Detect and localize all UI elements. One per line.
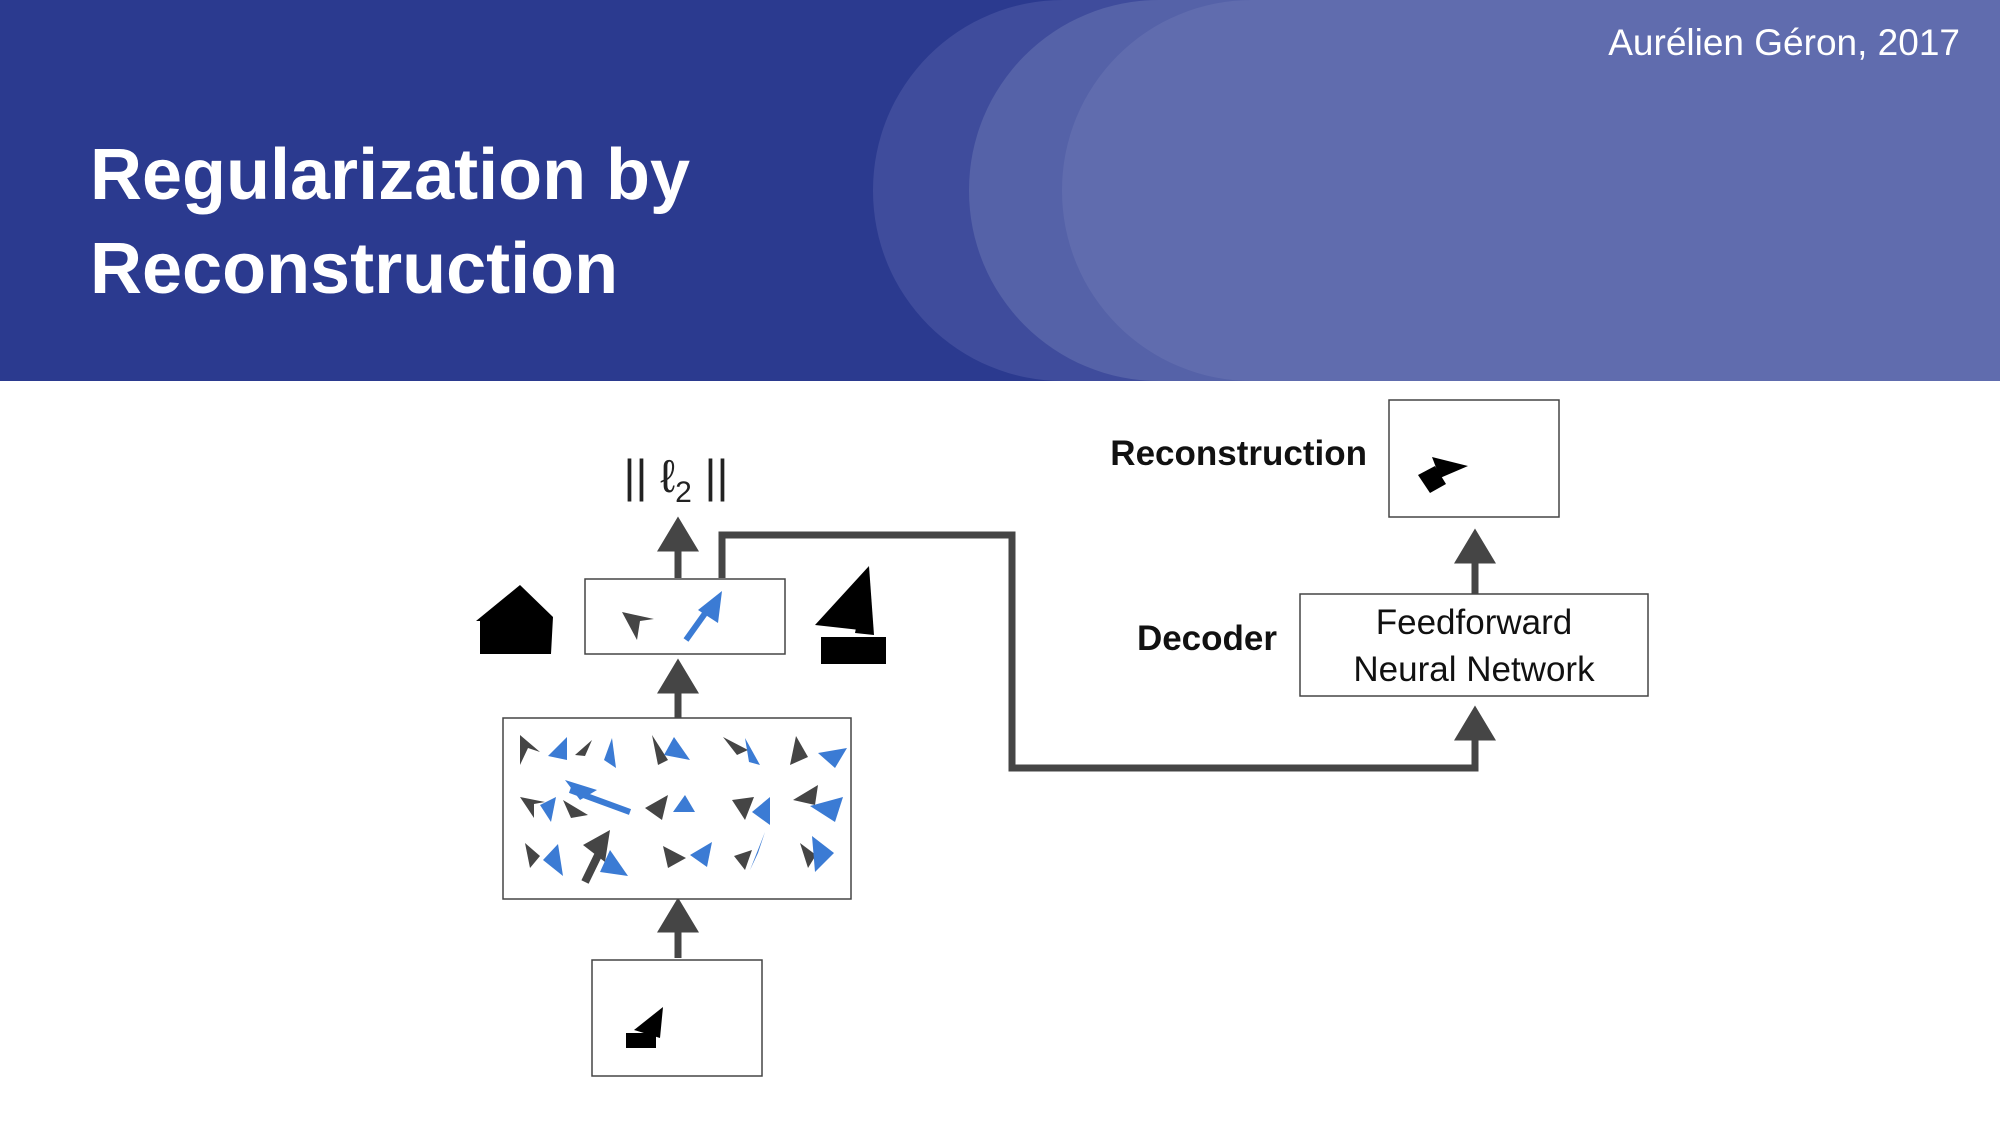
network-label-line-1: Feedforward — [1376, 603, 1572, 642]
masked-capsule-path — [718, 531, 1496, 772]
input-image-box — [591, 959, 763, 1077]
network-label-line-2: Neural Network — [1353, 650, 1595, 689]
slide-title: Regularization by Reconstruction — [90, 128, 690, 316]
reconstruction-label: Reconstruction — [1110, 434, 1367, 473]
primary-capsule-arrows — [520, 735, 847, 884]
boat-icon — [815, 566, 886, 664]
slide-header: Regularization by Reconstruction Aurélie… — [0, 0, 2000, 381]
l2-norm-label: || ℓ2 || — [624, 450, 729, 509]
decoder-label: Decoder — [1137, 619, 1277, 658]
feedforward-network-box — [1299, 593, 1649, 697]
blue-arrowhead-icon — [698, 591, 722, 623]
header-decoration-3 — [1062, 0, 2000, 381]
house-icon — [476, 585, 553, 654]
connectors — [657, 516, 1496, 958]
reconstruction-box — [1388, 399, 1560, 518]
input-boat-icon — [626, 1007, 663, 1048]
digit-capsules-box — [584, 578, 786, 655]
reconstructed-boat-icon — [1418, 457, 1468, 493]
title-line-2: Reconstruction — [90, 229, 619, 309]
title-line-1: Regularization by — [90, 135, 691, 215]
author-credit: Aurélien Géron, 2017 — [1608, 22, 1960, 63]
digit-capsule-arrows — [622, 591, 722, 642]
small-gray-arrow-icon — [622, 612, 654, 640]
